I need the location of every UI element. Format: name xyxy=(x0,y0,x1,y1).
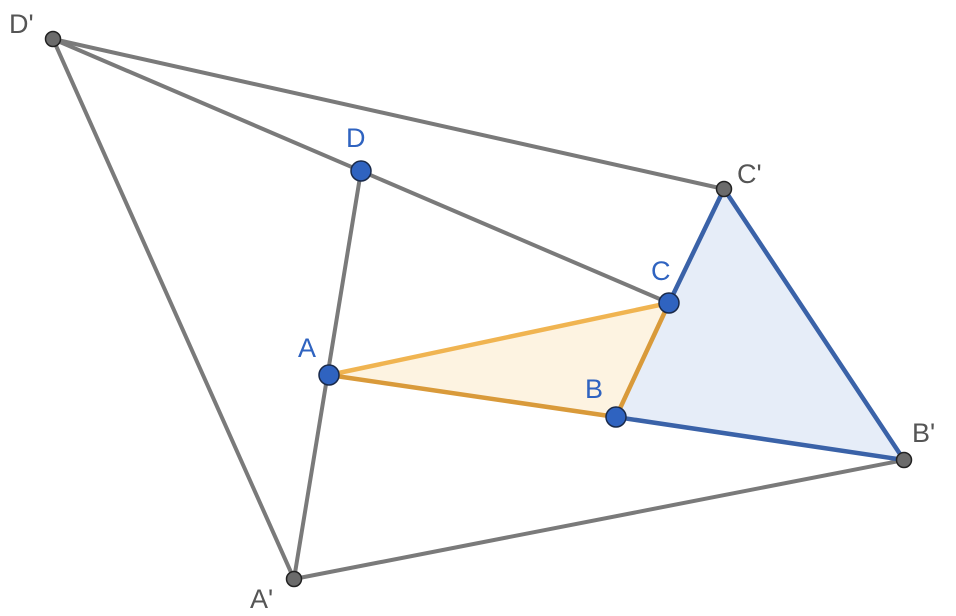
segment-b-bprime xyxy=(613,414,907,463)
label-cprime: C' xyxy=(737,159,762,189)
label-c: C xyxy=(651,256,671,286)
point-c[interactable] xyxy=(658,292,680,314)
point-aprime[interactable] xyxy=(285,570,303,588)
label-d: D xyxy=(346,123,366,153)
segment-a-b xyxy=(326,372,619,420)
point-bprime[interactable] xyxy=(895,451,913,469)
segment-cprime-bprime xyxy=(721,186,907,463)
label-a: A xyxy=(298,333,316,363)
label-b: B xyxy=(585,374,603,404)
triangle-abc-fill xyxy=(329,303,669,417)
point-a[interactable] xyxy=(318,364,340,386)
point-cprime[interactable] xyxy=(715,180,733,198)
point-dprime[interactable] xyxy=(44,30,62,48)
segment-dprime-cprime xyxy=(51,37,726,191)
segment-aprime-bprime xyxy=(292,458,906,581)
label-bprime: B' xyxy=(912,418,935,448)
label-dprime: D' xyxy=(9,9,34,39)
segment-b-c xyxy=(613,300,672,420)
point-d[interactable] xyxy=(350,160,372,182)
segment-c-cprime xyxy=(666,186,727,306)
point-b[interactable] xyxy=(605,406,627,428)
segment-dprime-aprime xyxy=(51,37,296,581)
triangle-bcprime-bprime-fill xyxy=(616,189,904,460)
segment-a-c xyxy=(326,300,672,378)
label-aprime: A' xyxy=(250,584,273,614)
